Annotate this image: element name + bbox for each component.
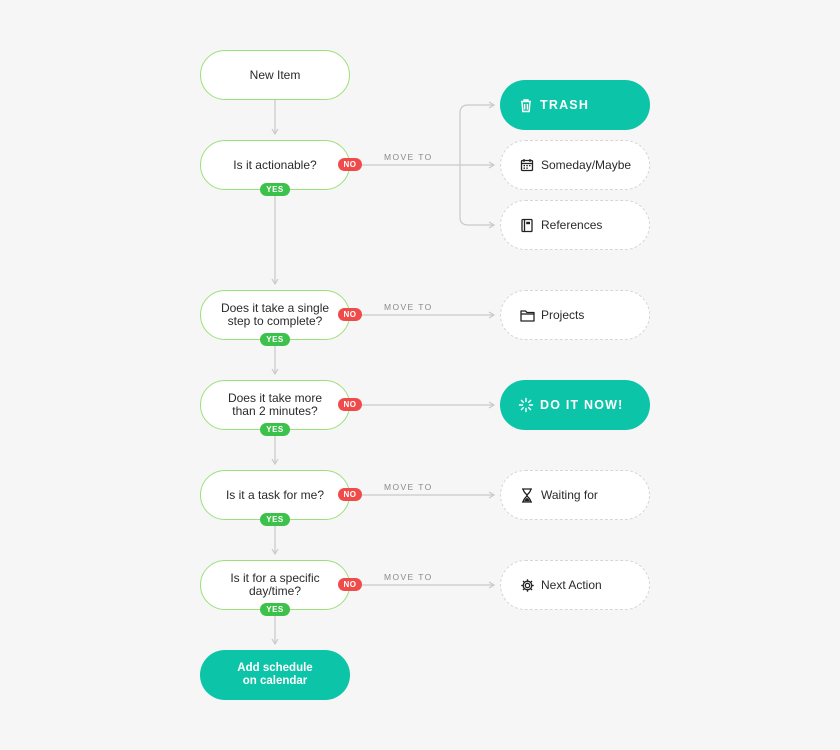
move-to-label: MOVE TO <box>384 482 433 492</box>
end-node-label: Add schedule on calendar <box>237 662 313 687</box>
hourglass-icon <box>519 487 535 503</box>
start-node: New Item <box>200 50 350 100</box>
calendar-icon <box>519 157 535 173</box>
destination-label: Next Action <box>541 577 602 592</box>
question-label: Is it a task for me? <box>225 487 325 502</box>
move-to-label: MOVE TO <box>384 152 433 162</box>
gear-icon <box>519 577 535 593</box>
question-single-step: Does it take a single step to complete? <box>200 290 350 340</box>
yes-badge: YES <box>260 183 290 196</box>
destination-trash: TRASH <box>500 80 650 130</box>
question-specific-day: Is it for a specific day/time? <box>200 560 350 610</box>
question-label: Does it take more than 2 minutes? <box>227 391 323 418</box>
question-label: Is it actionable? <box>233 157 317 172</box>
notebook-icon <box>519 217 535 233</box>
yes-badge: YES <box>260 333 290 346</box>
move-to-label: MOVE TO <box>384 572 433 582</box>
destination-references: References <box>500 200 650 250</box>
destination-label: References <box>541 217 603 232</box>
yes-badge: YES <box>260 603 290 616</box>
destination-label: Waiting for <box>541 487 598 502</box>
destination-waiting-for: Waiting for <box>500 470 650 520</box>
start-node-label: New Item <box>249 67 301 82</box>
destination-label: TRASH <box>540 97 590 112</box>
question-two-minutes: Does it take more than 2 minutes? <box>200 380 350 430</box>
end-node-add-schedule: Add schedule on calendar <box>200 650 350 700</box>
connector-q1-trash <box>459 101 496 165</box>
destination-label: Someday/Maybe <box>541 157 632 172</box>
destination-projects: Projects <box>500 290 650 340</box>
destination-do-it-now: DO IT NOW! <box>500 380 650 430</box>
destination-someday-maybe: Someday/Maybe <box>500 140 650 190</box>
trash-icon <box>518 97 534 113</box>
yes-badge: YES <box>260 423 290 436</box>
no-badge: NO <box>338 488 362 501</box>
folder-icon <box>519 307 535 323</box>
move-to-label: MOVE TO <box>384 302 433 312</box>
question-actionable: Is it actionable? <box>200 140 350 190</box>
destination-label: Projects <box>541 307 585 322</box>
destination-label: DO IT NOW! <box>540 397 624 412</box>
no-badge: NO <box>338 308 362 321</box>
connector-q1-references <box>459 165 496 229</box>
no-badge: NO <box>338 158 362 171</box>
yes-badge: YES <box>260 513 290 526</box>
question-task-for-me: Is it a task for me? <box>200 470 350 520</box>
question-label: Is it for a specific day/time? <box>230 571 320 598</box>
question-label: Does it take a single step to complete? <box>220 301 330 328</box>
no-badge: NO <box>338 398 362 411</box>
destination-next-action: Next Action <box>500 560 650 610</box>
no-badge: NO <box>338 578 362 591</box>
spark-icon <box>518 397 534 413</box>
